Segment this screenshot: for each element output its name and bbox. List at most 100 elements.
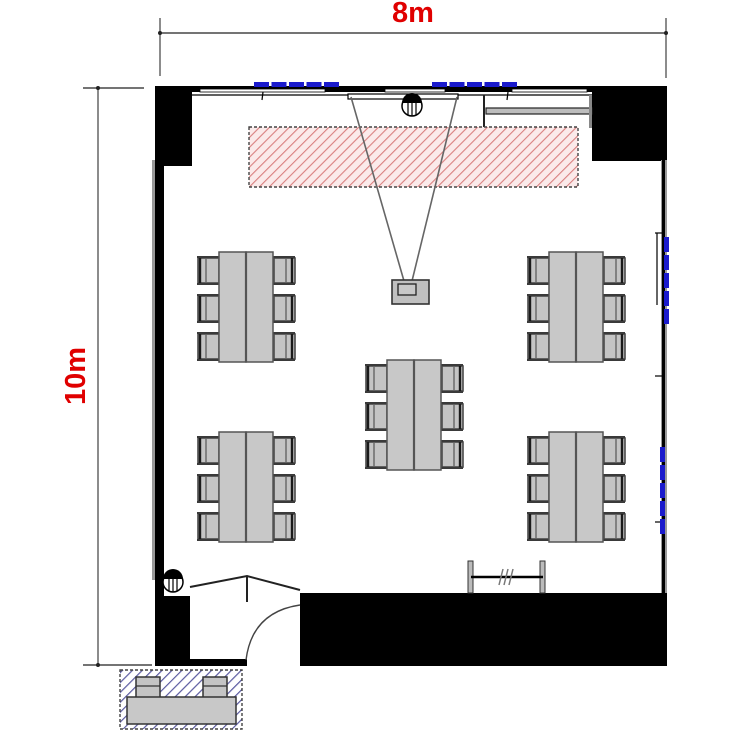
table-group-top-right-chair-left-3[interactable] bbox=[527, 332, 550, 361]
table-group-center-chair-left-3[interactable] bbox=[365, 440, 388, 469]
top-wall-details bbox=[192, 88, 593, 128]
window-blind-segment bbox=[660, 519, 665, 534]
table-group-top-left-chair-right-3[interactable] bbox=[273, 332, 296, 361]
window-blind-segment bbox=[467, 82, 482, 87]
window-hanger-right bbox=[506, 91, 509, 101]
window-sill-left bbox=[199, 88, 326, 93]
window-blind-segment bbox=[660, 501, 665, 516]
door-swing-icon[interactable] bbox=[189, 574, 301, 661]
table-group-bottom-left-chair-left-2[interactable] bbox=[197, 474, 220, 503]
projector-lens bbox=[397, 283, 417, 296]
window-sill-mid bbox=[384, 88, 446, 93]
reception-chair-left[interactable] bbox=[135, 676, 161, 699]
dimension-width-tick-left bbox=[158, 31, 162, 35]
table-group-bottom-right-chair-left-3[interactable] bbox=[527, 512, 550, 541]
table-group-top-left-chair-left-3[interactable] bbox=[197, 332, 220, 361]
window-blind-segment bbox=[660, 483, 665, 498]
right-wall-details bbox=[655, 232, 664, 523]
window-blind-segment bbox=[484, 82, 500, 87]
table-group-top-right-table-2[interactable] bbox=[575, 251, 604, 363]
window-blind-segment bbox=[254, 82, 269, 87]
radiator-wave-1 bbox=[498, 568, 504, 586]
window-blind-segment bbox=[432, 82, 447, 87]
window-blinds-right-upper bbox=[664, 237, 669, 324]
window-blinds-top-right bbox=[432, 82, 517, 87]
shelf bbox=[485, 107, 593, 115]
hatched-screen-area-icon bbox=[248, 126, 579, 188]
table-group-center-table-2[interactable] bbox=[413, 359, 442, 471]
pillar-bottom-left bbox=[155, 596, 190, 666]
table-group-bottom-left bbox=[197, 431, 296, 543]
table-group-bottom-left-chair-left-3[interactable] bbox=[197, 512, 220, 541]
door-swing-arc bbox=[245, 604, 301, 661]
table-group-bottom-left-chair-right-3[interactable] bbox=[273, 512, 296, 541]
window-blind-segment bbox=[660, 465, 665, 480]
table-group-center-table-1[interactable] bbox=[386, 359, 415, 471]
window-hanger-left bbox=[261, 91, 264, 101]
table-group-bottom-right-table-1[interactable] bbox=[548, 431, 577, 543]
table-group-center-chair-left-1[interactable] bbox=[365, 364, 388, 393]
table-group-top-right-chair-right-1[interactable] bbox=[603, 256, 626, 285]
table-group-top-left-chair-left-1[interactable] bbox=[197, 256, 220, 285]
table-group-top-left-chair-left-2[interactable] bbox=[197, 294, 220, 323]
table-group-center bbox=[365, 359, 464, 471]
table-group-bottom-left-chair-right-2[interactable] bbox=[273, 474, 296, 503]
window-blinds-right-lower bbox=[660, 447, 665, 534]
dimension-height-tick-bottom bbox=[96, 663, 100, 667]
table-group-bottom-left-table-2[interactable] bbox=[245, 431, 274, 543]
table-group-bottom-left-chair-left-1[interactable] bbox=[197, 436, 220, 465]
table-group-top-right-chair-left-1[interactable] bbox=[527, 256, 550, 285]
window-blind-segment bbox=[664, 309, 669, 324]
table-group-top-left-chair-right-1[interactable] bbox=[273, 256, 296, 285]
table-group-bottom-right-chair-right-2[interactable] bbox=[603, 474, 626, 503]
wall-bottom-left bbox=[155, 659, 247, 666]
window-blind-segment bbox=[660, 447, 665, 462]
window-sill-right bbox=[511, 88, 588, 93]
dimension-width-label: 8m bbox=[392, 0, 434, 29]
table-group-top-left bbox=[197, 251, 296, 363]
table-group-bottom-right-chair-left-2[interactable] bbox=[527, 474, 550, 503]
dimension-width: 8m bbox=[158, 0, 668, 78]
table-group-top-right-chair-left-2[interactable] bbox=[527, 294, 550, 323]
shelf-end bbox=[589, 95, 592, 128]
table-group-bottom-right bbox=[527, 431, 626, 543]
table-group-bottom-right-chair-left-1[interactable] bbox=[527, 436, 550, 465]
table-group-center-chair-right-1[interactable] bbox=[441, 364, 464, 393]
projection-beam-icon-left bbox=[350, 96, 405, 282]
table-group-top-right-table-1[interactable] bbox=[548, 251, 577, 363]
pipe-column-icon-bottom bbox=[162, 569, 184, 593]
wall-right bbox=[662, 160, 665, 595]
table-group-top-right-chair-right-3[interactable] bbox=[603, 332, 626, 361]
radiator-wave-2 bbox=[503, 568, 509, 586]
table-group-bottom-left-chair-right-1[interactable] bbox=[273, 436, 296, 465]
table-groups bbox=[197, 251, 626, 543]
table-group-bottom-right-chair-right-3[interactable] bbox=[603, 512, 626, 541]
window-blind-segment bbox=[502, 82, 517, 87]
window-blind-segment bbox=[664, 273, 669, 288]
dimension-height-tick-top bbox=[96, 86, 100, 90]
reception-chair-right[interactable] bbox=[202, 676, 228, 699]
radiator-icon bbox=[467, 560, 546, 594]
table-group-bottom-right-table-2[interactable] bbox=[575, 431, 604, 543]
pillar-top-right bbox=[592, 86, 667, 161]
projection-beam-icon-right bbox=[411, 96, 458, 282]
table-group-center-chair-right-3[interactable] bbox=[441, 440, 464, 469]
table-group-center-chair-right-2[interactable] bbox=[441, 402, 464, 431]
table-group-top-left-table-2[interactable] bbox=[245, 251, 274, 363]
pipe-column-icon-top bbox=[401, 93, 423, 117]
reception-desk[interactable] bbox=[126, 696, 237, 725]
table-group-center-chair-left-2[interactable] bbox=[365, 402, 388, 431]
window-blinds-top-left bbox=[254, 82, 339, 87]
table-group-top-right bbox=[527, 251, 626, 363]
window-blind-segment bbox=[664, 237, 669, 252]
table-group-top-left-chair-right-2[interactable] bbox=[273, 294, 296, 323]
table-group-bottom-left-table-1[interactable] bbox=[218, 431, 247, 543]
table-group-top-left-table-1[interactable] bbox=[218, 251, 247, 363]
table-group-bottom-right-chair-right-1[interactable] bbox=[603, 436, 626, 465]
window-blind-segment bbox=[289, 82, 304, 87]
screen-housing bbox=[347, 93, 459, 100]
reception-desk-icon bbox=[119, 669, 243, 730]
wall-left-edge bbox=[152, 160, 155, 580]
table-group-top-right-chair-right-2[interactable] bbox=[603, 294, 626, 323]
